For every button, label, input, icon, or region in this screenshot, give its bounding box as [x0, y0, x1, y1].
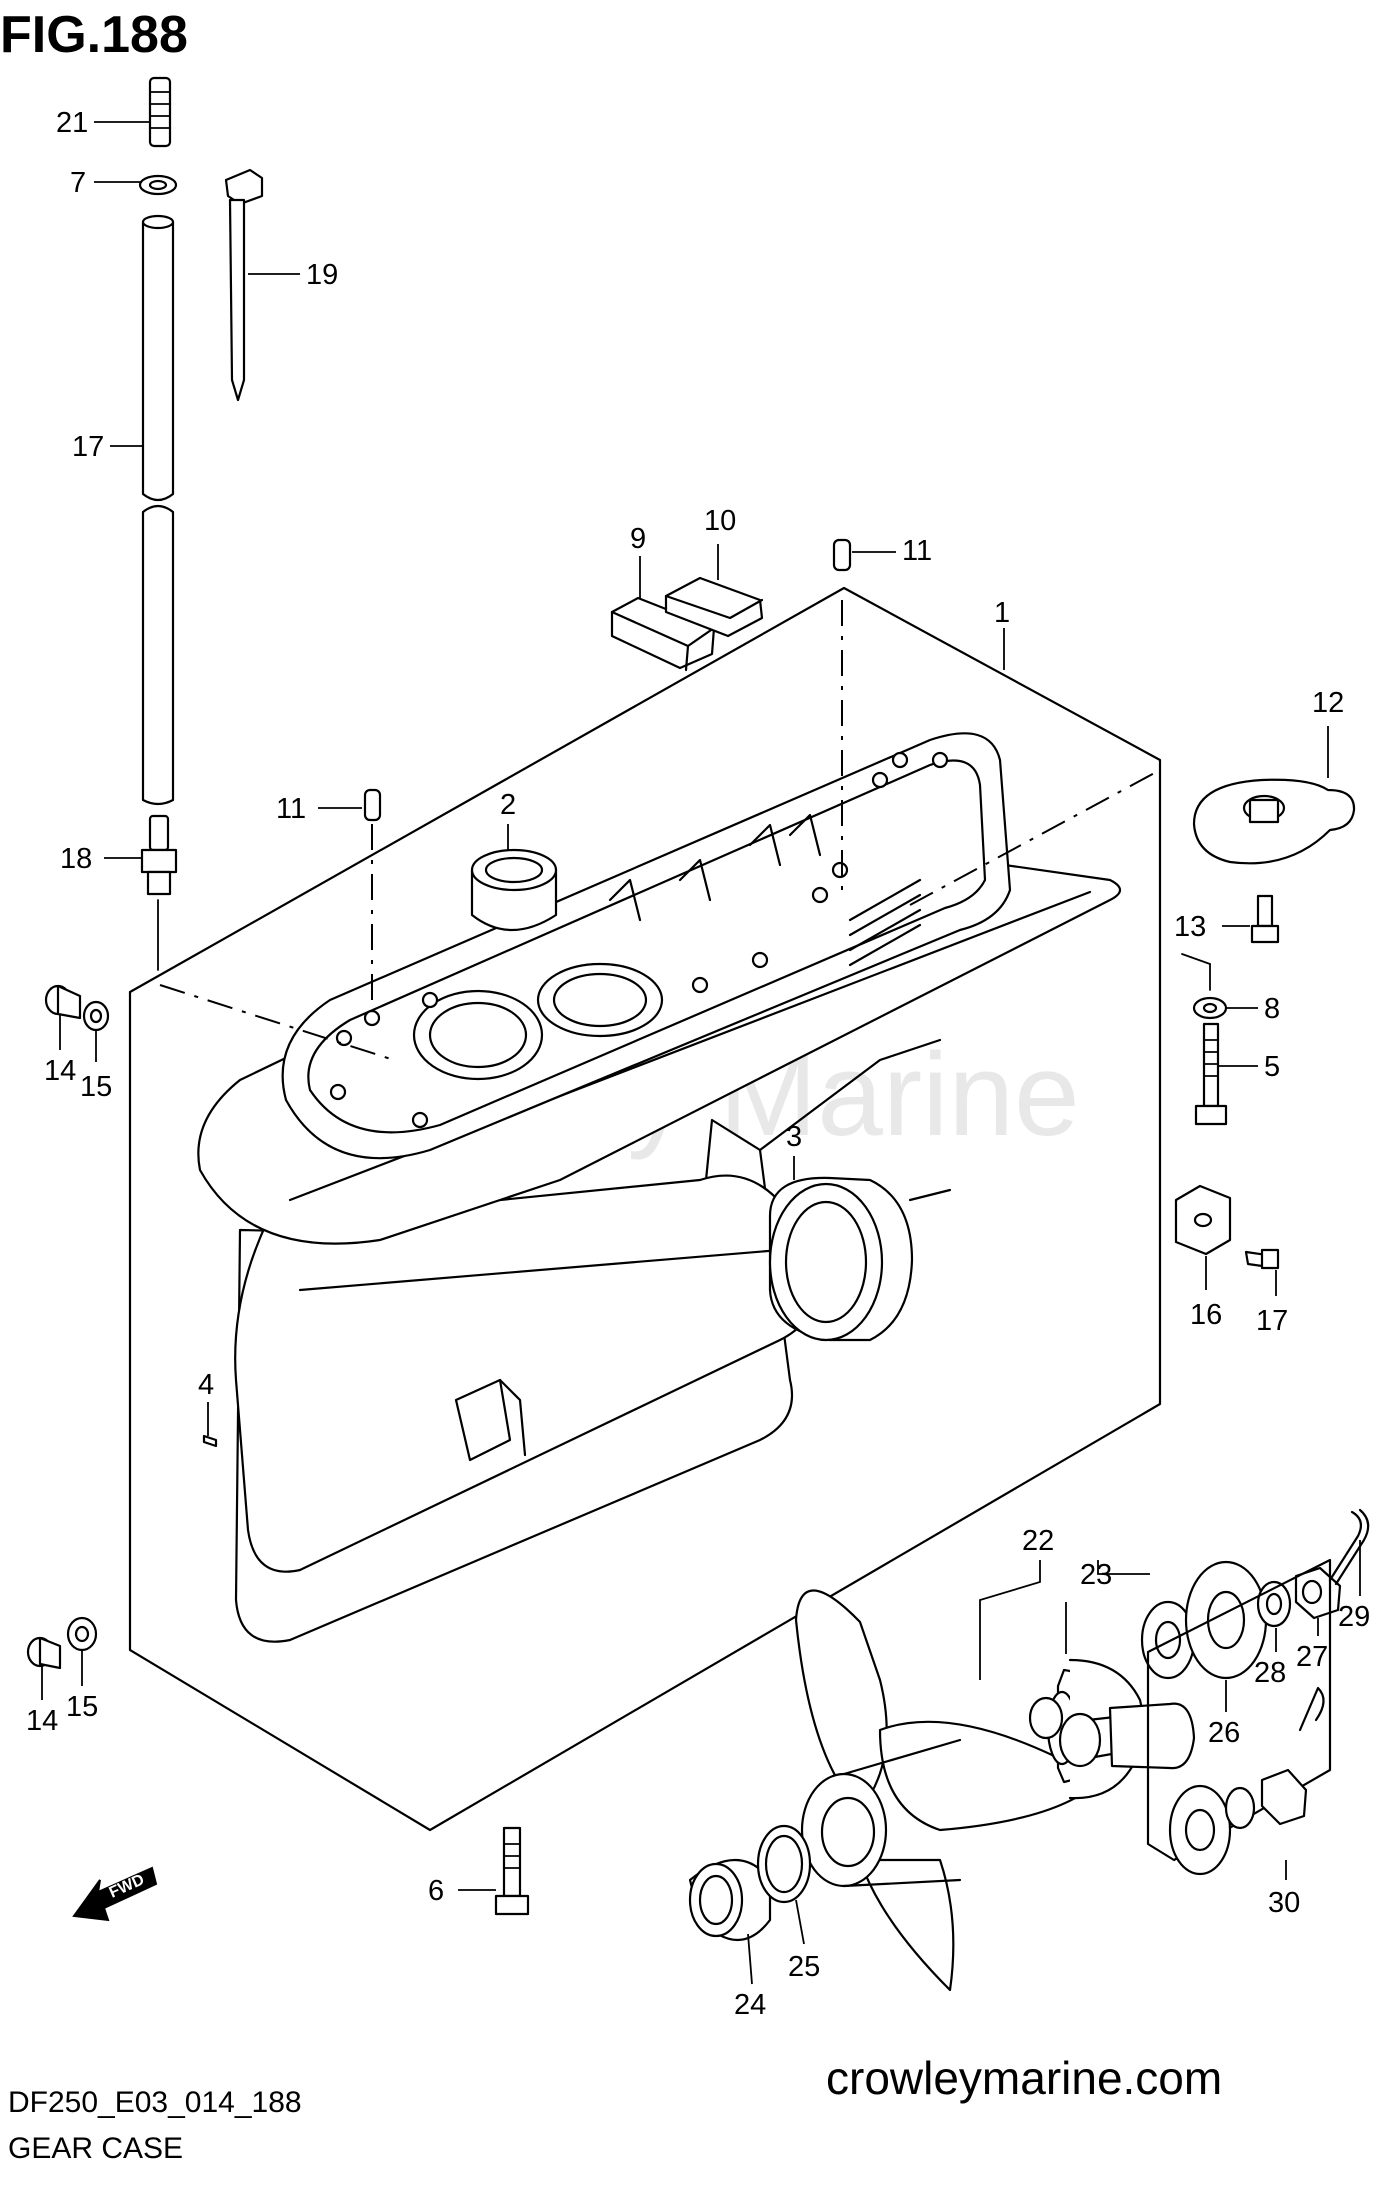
part-13-bolt[interactable] — [1250, 894, 1280, 944]
part-3-seal-housing[interactable] — [768, 1176, 914, 1342]
callout-15-upper[interactable]: 15 — [80, 1071, 112, 1103]
part-14-plug-upper[interactable] — [44, 984, 82, 1020]
part-21-nipple[interactable] — [148, 76, 172, 148]
callout-20[interactable]: 19 — [306, 259, 338, 291]
callouts: 21 7 19 17 9 10 11 1 12 11 2 18 13 8 5 1… — [26, 107, 1370, 2021]
part-7-clamp[interactable] — [138, 174, 178, 196]
part-15-gasket-upper[interactable] — [82, 1000, 110, 1032]
part-2-bearing[interactable] — [470, 848, 558, 932]
figure-label: FIG.188 — [0, 6, 188, 64]
part-8-washer[interactable] — [1192, 996, 1228, 1020]
callout-7[interactable]: 7 — [70, 167, 86, 199]
site-footer: crowleymarine.com — [826, 2052, 1222, 2104]
part-4-pin[interactable] — [202, 1434, 218, 1448]
callout-11-left[interactable]: 11 — [276, 793, 306, 825]
part-23-cap[interactable] — [1028, 1696, 1064, 1740]
part-18-water-tube[interactable] — [141, 214, 175, 806]
callout-3[interactable]: 3 — [786, 1121, 802, 1153]
part-10-seal[interactable] — [664, 576, 764, 638]
part-5-bolt[interactable] — [1194, 1022, 1228, 1126]
callout-23[interactable]: 23 — [1080, 1559, 1112, 1591]
callout-11-top[interactable]: 11 — [902, 535, 932, 567]
gear-case-reference-box — [128, 586, 1162, 1832]
callout-14-lower[interactable]: 14 — [26, 1705, 58, 1737]
callout-6[interactable]: 6 — [428, 1875, 444, 1907]
callout-25[interactable]: 25 — [788, 1951, 820, 1983]
callout-14-upper[interactable]: 14 — [44, 1055, 76, 1087]
callout-18[interactable]: 17 — [72, 431, 104, 463]
callout-15-lower[interactable]: 15 — [66, 1691, 98, 1723]
part-14-plug-lower[interactable] — [26, 1636, 62, 1670]
callout-13[interactable]: 13 — [1174, 911, 1206, 943]
callout-26[interactable]: 26 — [1208, 1717, 1240, 1749]
part-19-grommet[interactable] — [140, 814, 178, 896]
part-12-anode[interactable] — [1192, 778, 1356, 865]
part-23-washer[interactable] — [1140, 1600, 1196, 1680]
leader-lines — [41, 121, 1361, 1985]
part-16-spacer[interactable] — [1174, 1184, 1232, 1256]
part-30-kit-box[interactable] — [1146, 1558, 1332, 1876]
drawing-title: GEAR CASE — [8, 2132, 183, 2165]
callout-19[interactable]: 18 — [60, 843, 92, 875]
callout-24[interactable]: 24 — [734, 1989, 766, 2021]
part-9-plate[interactable] — [610, 596, 716, 672]
part-15-gasket-lower[interactable] — [66, 1616, 98, 1652]
part-26-washer[interactable] — [1184, 1560, 1268, 1680]
callout-21[interactable]: 21 — [56, 107, 88, 139]
callout-4[interactable]: 4 — [198, 1369, 214, 1401]
callout-5[interactable]: 5 — [1264, 1051, 1280, 1083]
callout-28[interactable]: 28 — [1254, 1657, 1286, 1689]
callout-9[interactable]: 9 — [630, 523, 646, 555]
callout-29[interactable]: 29 — [1338, 1601, 1370, 1633]
callout-8[interactable]: 8 — [1264, 993, 1280, 1025]
callout-16[interactable]: 16 — [1190, 1299, 1222, 1331]
callout-2[interactable]: 2 — [500, 789, 516, 821]
part-11-dowel-pin-top[interactable] — [832, 538, 852, 572]
part-6-bolt[interactable] — [494, 1826, 530, 1916]
callout-17[interactable]: 17 — [1256, 1305, 1288, 1337]
part-20-cable-tie[interactable] — [224, 168, 264, 402]
callout-1[interactable]: 1 — [994, 597, 1010, 629]
callout-22[interactable]: 22 — [1022, 1525, 1054, 1557]
part-24-thrust-washer[interactable] — [688, 1859, 772, 1942]
callout-10[interactable]: 10 — [704, 505, 736, 537]
assembly-centerlines — [159, 600, 1161, 1061]
part-1-gear-case[interactable] — [197, 732, 1122, 1643]
fwd-arrow-icon: FWD — [72, 1866, 158, 1922]
part-25-ring[interactable] — [756, 1824, 812, 1904]
callout-12[interactable]: 12 — [1312, 687, 1344, 719]
part-17-screw[interactable] — [1244, 1248, 1280, 1270]
part-29-cotter-pin[interactable] — [1328, 1508, 1370, 1586]
callout-30[interactable]: 30 — [1268, 1887, 1300, 1919]
callout-27[interactable]: 27 — [1296, 1641, 1328, 1673]
part-11-dowel-pin-left[interactable] — [363, 788, 382, 822]
drawing-code: DF250_E03_014_188 — [8, 2086, 302, 2119]
propeller[interactable] — [794, 1589, 1102, 1992]
part-23-spacer[interactable] — [1058, 1702, 1196, 1770]
